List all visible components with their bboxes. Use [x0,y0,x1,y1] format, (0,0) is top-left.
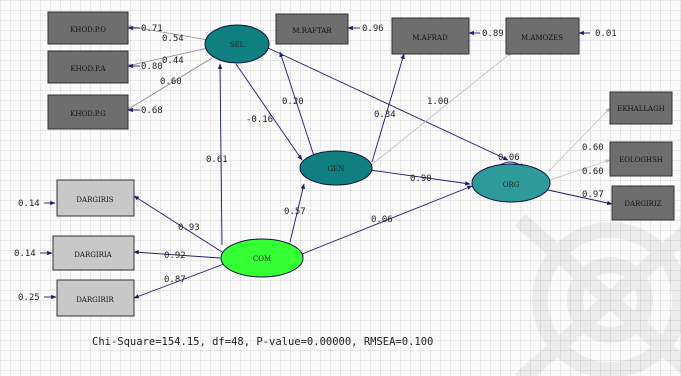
path-com-sel: 0.61 [206,155,228,165]
label-dargiris: DARGIRIS [76,196,113,204]
label-org: ORG [503,181,520,189]
edge-org-ekhallagh [547,107,611,173]
node-org: ORG [471,163,551,203]
edge-com-sel [217,63,223,246]
loading-com-dargiris: 0.93 [178,223,200,233]
box-dargiria: DARGIRIA [52,235,135,271]
edge-sel-khod-pg [126,57,213,111]
path-com-gen: 0.57 [284,207,306,217]
loading-sel-khod-pa: 0.44 [162,56,184,66]
loading-sel-khod-po: 0.54 [162,34,184,44]
error-m-raftar: 0.96 [362,24,384,34]
edge-com-dargiris [133,195,223,253]
label-sel: SEL [230,41,245,49]
edge-gen-m-raftar [279,51,315,157]
error-khod-pa: 0.80 [141,62,163,72]
edge-org-eologhsh [549,159,611,181]
label-khod-pg: KHOD.P.G [70,110,106,118]
watermark-logo [514,214,681,376]
label-m-raftar: M.RAFTAR [292,27,332,35]
label-ekhallagh: EKHALLAGH [617,105,665,113]
error-khod-pg: 0.68 [141,106,163,116]
label-khod-po: KHOD.P.O [70,26,106,34]
label-khod-pa: KHOD.P.A [70,65,106,73]
box-dargiris: DARGIRIS [56,179,135,217]
edge-sel-khod-po [126,24,209,41]
box-khod-po: KHOD.P.O [47,11,129,45]
error-dargirir: 0.25 [18,293,40,303]
box-khod-pg: KHOD.P.G [47,94,129,130]
edge-com-gen [289,183,305,243]
edge-gen-m-afrad [371,53,405,163]
box-eologhsh: EOLOGHSH [609,141,673,177]
edge-gen-org [369,169,471,186]
error-dargiris: 0.14 [18,199,40,209]
label-dargiriz: DARGIRIZ [624,200,661,208]
box-m-raftar: M.RAFTAR [275,13,349,45]
error-m-afrad: 0.89 [482,29,504,39]
edge-sel-khod-pa [126,47,209,67]
node-sel: SEL [204,24,270,64]
label-m-afrad: M.AFRAD [412,34,448,42]
box-ekhallagh: EKHALLAGH [609,91,673,125]
loading-gen-m-raftar: 0.20 [282,97,304,107]
edge-com-dargiria [133,250,221,259]
label-m-amozesh: M.AMOZES [521,34,563,42]
edge-org-dargiriz [547,189,613,206]
node-gen: GEN [299,150,373,186]
loading-gen-m-afrad: 0.34 [374,110,396,120]
edge-com-dargirir [133,263,225,299]
edge-com-org [301,185,473,255]
loading-sel-khod-pg: 0.60 [160,77,182,87]
node-com: COM [220,238,304,278]
path-sel-gen: -0.16 [246,115,273,125]
box-dargiriz: DARGIRIZ [611,185,675,221]
label-eologhsh: EOLOGHSH [619,156,663,164]
label-gen: GEN [328,165,345,173]
loading-gen-m-amozesh: 1.00 [427,97,449,107]
fit-statistics: Chi-Square=154.15, df=48, P-value=0.0000… [92,336,433,348]
loading-com-dargirir: 0.87 [164,275,186,285]
edge-gen-m-amozesh [369,51,513,167]
error-khod-po: 0.71 [141,24,163,34]
label-dargiria: DARGIRIA [74,251,112,259]
box-khod-pa: KHOD.P.A [47,50,129,84]
loading-com-dargiria: 0.92 [164,251,186,261]
path-com-org: 0.06 [371,215,393,225]
error-dargiria: 0.14 [14,249,36,259]
edge-sel-gen [235,63,303,161]
box-m-amozesh: M.AMOZES [505,17,580,55]
label-com: COM [253,255,271,263]
loading-org-ekhallagh: 0.60 [582,143,604,153]
box-m-afrad: M.AFRAD [391,17,470,55]
error-m-amozesh: 0.01 [595,29,617,39]
loading-org-eologhsh: 0.60 [582,167,604,177]
edge-sel-org [267,47,509,161]
label-dargirir: DARGIRIR [76,296,114,304]
path-sel-org: 0.06 [498,153,520,163]
loading-org-dargiriz: 0.97 [582,190,604,200]
box-dargirir: DARGIRIR [56,279,135,317]
path-gen-org: 0.90 [410,174,432,184]
